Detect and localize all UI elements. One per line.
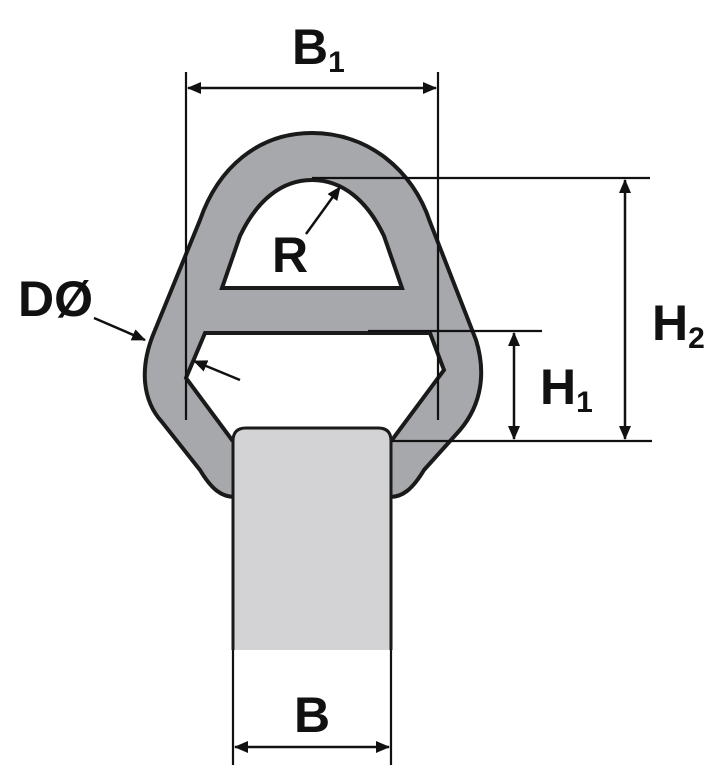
- h1-label: H1: [540, 359, 593, 419]
- d-leader-outer: [93, 316, 146, 342]
- b1-label: B1: [292, 19, 345, 79]
- h2-label: H2: [652, 295, 705, 355]
- strap-top-edge: [231, 426, 393, 650]
- r-label: R: [272, 227, 308, 283]
- b-label: B: [294, 687, 330, 743]
- d-label: DØ: [18, 271, 93, 327]
- d-leader-inner: [193, 359, 241, 382]
- r-leader: [304, 186, 342, 235]
